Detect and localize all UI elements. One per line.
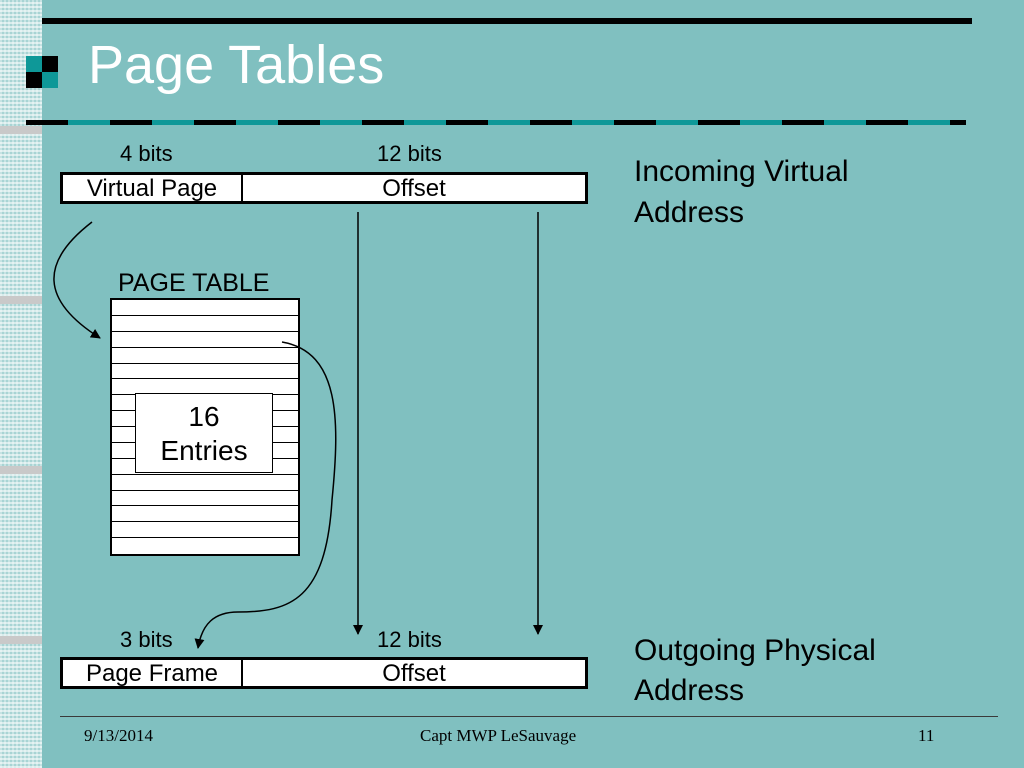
page-table-label: PAGE TABLE (118, 269, 270, 297)
physical-address-box: Page Frame Offset (60, 657, 588, 689)
title-underline (26, 120, 966, 125)
page-table-entry-row (112, 459, 298, 475)
page-table-entry-row (112, 300, 298, 316)
title-bullet-icon (26, 56, 58, 88)
strip-band (0, 296, 42, 304)
virtual-page-bits-label: 4 bits (120, 141, 173, 166)
top-rule (42, 18, 972, 24)
page-table-entry-row (112, 316, 298, 332)
slide-title: Page Tables (88, 35, 385, 95)
virtual-offset-bits-label: 12 bits (377, 141, 442, 166)
outgoing-caption-line1: Outgoing Physical (634, 634, 876, 667)
incoming-caption-line1: Incoming Virtual (634, 155, 849, 188)
physical-offset-field: Offset (382, 660, 446, 687)
page-table-entry-row (112, 506, 298, 523)
strip-band (0, 636, 42, 644)
virtual-page-field: Virtual Page (86, 175, 218, 202)
page-table-entry-row (112, 332, 298, 348)
strip-band (0, 126, 42, 134)
virtual-address-box: Virtual Page Offset (60, 172, 588, 204)
entries-box: 16 Entries (135, 393, 273, 473)
entries-word: Entries (160, 435, 248, 466)
slide-number: 11 (918, 726, 935, 745)
entries-count: 16 (188, 401, 220, 432)
physical-offset-bits-label: 12 bits (377, 627, 442, 652)
field-divider (241, 175, 243, 201)
footer-date: 9/13/2014 (84, 726, 153, 745)
page-frame-field: Page Frame (85, 660, 219, 687)
virtual-page-to-table-arrow (53, 221, 101, 339)
footer-author: Capt MWP LeSauvage (420, 726, 577, 745)
strip-band (0, 466, 42, 474)
page-table-entry-row (112, 522, 298, 539)
left-decorative-strip (0, 0, 42, 768)
page-table-entry-row (112, 475, 298, 491)
page-table-entry-row (112, 348, 298, 364)
page-table-entry-row (112, 491, 298, 507)
virtual-offset-field: Offset (382, 175, 446, 202)
page-table-entry-row (112, 364, 298, 380)
footer-rule (60, 716, 998, 717)
field-divider (241, 660, 243, 686)
table-entry-to-page-frame-arrow (194, 341, 337, 649)
physical-frame-bits-label: 3 bits (120, 627, 173, 652)
outgoing-caption-line2: Address (634, 674, 745, 707)
incoming-caption-line2: Address (634, 196, 745, 229)
